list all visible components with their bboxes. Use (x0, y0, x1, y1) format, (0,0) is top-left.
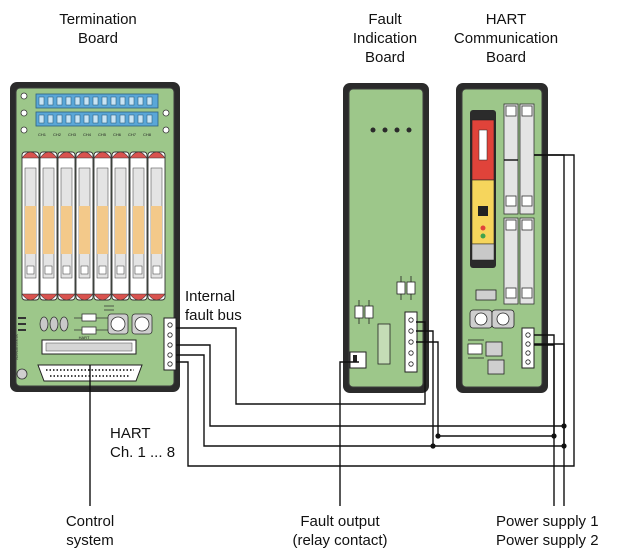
wire-fault-bus (176, 321, 426, 405)
label-line: Fault output (300, 513, 380, 530)
wire-fault-output-a (339, 361, 359, 506)
wire-termination-power-2 (176, 354, 433, 447)
internal-fault-bus-label: Internal fault bus (185, 287, 242, 325)
junction-dot (435, 433, 441, 439)
manufacturer-logo: PEPPERL+FUCHS (15, 334, 19, 360)
mounting-hole (20, 109, 28, 117)
hart-ribbon-connector: HART (41, 335, 137, 355)
power-supply-1-label: Power supply 1 (496, 513, 599, 530)
isolator-module (93, 151, 112, 301)
fault-terminal-block (404, 311, 418, 373)
wire-fault-to-hart-2 (416, 341, 555, 437)
isolator-module (147, 151, 166, 301)
wire-junctions (430, 423, 567, 449)
hart-communication-board (456, 83, 548, 393)
title-line: Board (485, 49, 527, 66)
channel-tag: CH2 (53, 132, 62, 137)
power-terminal-block (521, 327, 535, 369)
termination-board-title: Termination Board (38, 10, 158, 48)
hart-rails (503, 103, 535, 305)
isolator-module (75, 151, 94, 301)
channel-tag: CH3 (68, 132, 77, 137)
junction-dot (430, 443, 436, 449)
fault-output-label: Fault output (relay contact) (270, 512, 410, 550)
mounting-hole (162, 126, 170, 134)
wire-termination-power-1 (176, 344, 564, 427)
channel-tag: CH5 (98, 132, 107, 137)
isolator-module (129, 151, 148, 301)
fault-leds (370, 127, 412, 133)
termination-terminal-block (163, 317, 177, 371)
mounting-hole (20, 126, 28, 134)
hart-multiplexer-module (470, 110, 496, 268)
relay-output-connector (349, 351, 367, 369)
wiring (89, 154, 575, 506)
title-line: HART (485, 11, 527, 28)
termination-components (18, 305, 153, 335)
junction-dot (551, 433, 557, 439)
label-line: fault bus (185, 307, 242, 324)
hart-channels-label: HART Ch. 1 ... 8 (110, 424, 175, 462)
wire-power-supply-2 (534, 343, 565, 506)
terminal-screws (38, 96, 153, 124)
channel-tag: CH6 (113, 132, 122, 137)
isolator-module (21, 151, 40, 301)
title-line: Board (77, 30, 119, 47)
title-line: Communication (453, 30, 559, 47)
label-line: HART (110, 425, 151, 442)
channel-tag: CH8 (143, 132, 152, 137)
hart-components (467, 289, 515, 375)
wire-power-supply-1 (534, 334, 555, 506)
label-line: (relay contact) (292, 532, 388, 549)
isolator-module (57, 151, 76, 301)
label-line: Internal (185, 288, 236, 305)
fault-indication-board (343, 83, 429, 393)
power-supply-2-label: Power supply 2 (496, 532, 599, 549)
title-line: Termination (59, 11, 137, 28)
channel-tag: CH7 (128, 132, 137, 137)
title-line: Fault (368, 11, 402, 28)
fault-relay-components (354, 276, 416, 365)
wire-hart-channels (176, 154, 575, 467)
power-supply-labels: Power supply 1 Power supply 2 (496, 512, 599, 550)
channel-tag: CH4 (83, 132, 92, 137)
junction-dot (561, 443, 567, 449)
connector-label: HART (79, 335, 90, 340)
hart-communication-board-title: HART Communication Board (436, 10, 576, 67)
mounting-hole (162, 109, 170, 117)
label-line: Control (65, 513, 115, 530)
control-system-label: Control system (50, 512, 130, 550)
mounting-hole (20, 92, 28, 100)
fault-indication-board-title: Fault Indication Board (335, 10, 435, 67)
title-line: Board (364, 49, 406, 66)
channel-tag: CH1 (38, 132, 47, 137)
label-line: system (66, 532, 114, 549)
isolator-module (111, 151, 130, 301)
title-line: Indication (352, 30, 418, 47)
junction-dot (561, 423, 567, 429)
label-line: Ch. 1 ... 8 (110, 444, 176, 461)
trim-potentiometer (16, 368, 28, 380)
isolator-module (39, 151, 58, 301)
termination-board: CH1 CH2 CH3 CH4 CH5 CH6 CH7 CH8 (10, 82, 180, 392)
